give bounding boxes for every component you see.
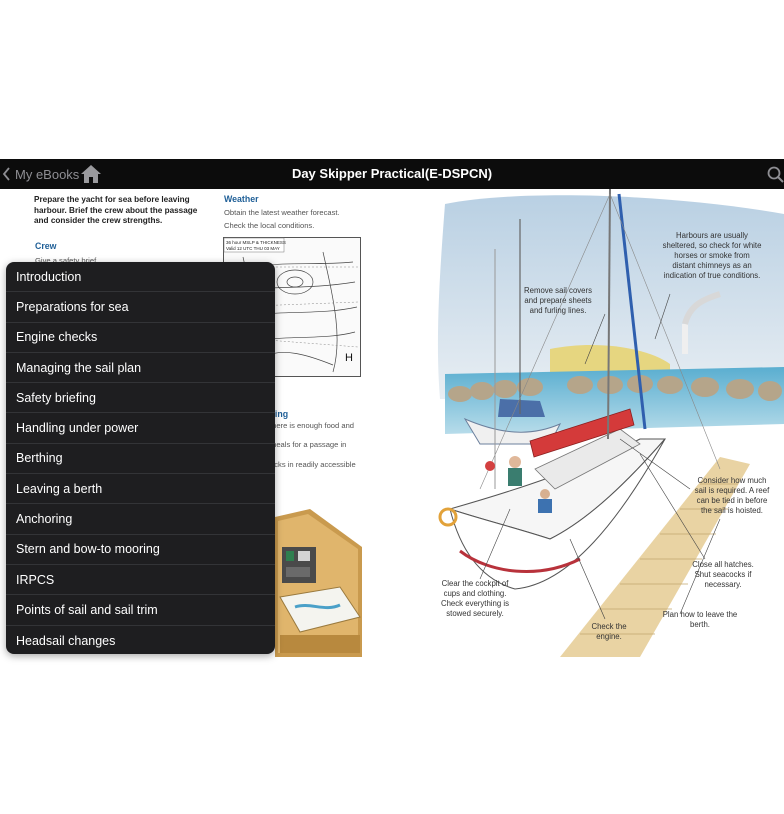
toc-item[interactable]: IRPCS — [6, 565, 275, 596]
yacht-preparation-illustration — [437, 189, 784, 657]
toc-item[interactable]: Managing the sail plan — [6, 353, 275, 384]
annotation-cockpit: Clear the cockpit of cups and clothing. … — [440, 579, 510, 618]
annotation-sail-covers: Remove sail covers and prepare sheets an… — [523, 286, 593, 315]
annotation-reef: Consider how much sail is required. A re… — [694, 476, 770, 515]
chart-header-1: 36 hour MSLP & THICKNESS — [226, 240, 286, 245]
annotation-hatches: Close all hatches. Shut seacocks if nece… — [692, 560, 754, 589]
toc-item[interactable]: Stern and bow-to mooring — [6, 535, 275, 565]
back-label: My eBooks — [15, 166, 80, 182]
back-to-my-ebooks-button[interactable]: My eBooks — [2, 159, 79, 189]
victualling-line-3: acks in readily accessible — [270, 460, 356, 469]
search-button[interactable] — [766, 165, 784, 183]
chart-table-illustration — [275, 509, 362, 657]
toc-item[interactable]: Introduction — [6, 262, 275, 293]
book-title: Day Skipper Practical(E-DSPCN) — [291, 166, 493, 181]
app-toolbar: My eBooks Day Skipper Practical(E-DSPCN) — [0, 159, 784, 189]
toc-item[interactable]: Preparations for sea — [6, 292, 275, 323]
toc-item[interactable]: Points of sail and sail trim — [6, 595, 275, 626]
intro-paragraph: Prepare the yacht for sea before leaving… — [34, 195, 198, 225]
chart-high-pressure-label: H — [345, 352, 353, 364]
toc-item[interactable]: Anchoring — [6, 504, 275, 535]
annotation-leave-berth: Plan how to leave the berth. — [662, 610, 738, 629]
toc-item[interactable]: Leaving a berth — [6, 474, 275, 505]
annotation-engine: Check the engine. — [591, 622, 627, 641]
toc-item[interactable]: Headsail changes — [16, 633, 116, 648]
home-icon — [81, 165, 101, 183]
crew-text: Give a safety brief — [35, 256, 97, 265]
toc-item[interactable]: Engine checks — [6, 323, 275, 353]
crew-heading: Crew — [35, 241, 57, 251]
search-icon — [767, 166, 784, 183]
chevron-left-icon — [2, 167, 10, 181]
toc-item[interactable]: Handling under power — [6, 413, 275, 444]
victualling-heading: lling — [270, 409, 289, 419]
weather-heading: Weather — [224, 194, 259, 204]
annotation-harbour: Harbours are usually sheltered, so check… — [662, 231, 762, 280]
toc-item[interactable]: Berthing — [6, 444, 275, 475]
page-text-column: Prepare the yacht for sea before leaving… — [0, 189, 420, 657]
chart-header-2: Valid 12 UTC THU 03 MAY — [226, 246, 280, 251]
home-button[interactable] — [80, 164, 102, 184]
weather-line-2: Check the local conditions. — [224, 221, 315, 230]
victualling-line-2: meals for a passage in — [270, 440, 347, 449]
weather-line-1: Obtain the latest weather forecast. — [224, 208, 340, 217]
toc-item[interactable]: Safety briefing — [6, 383, 275, 414]
victualling-line-1: there is enough food and — [270, 421, 355, 430]
